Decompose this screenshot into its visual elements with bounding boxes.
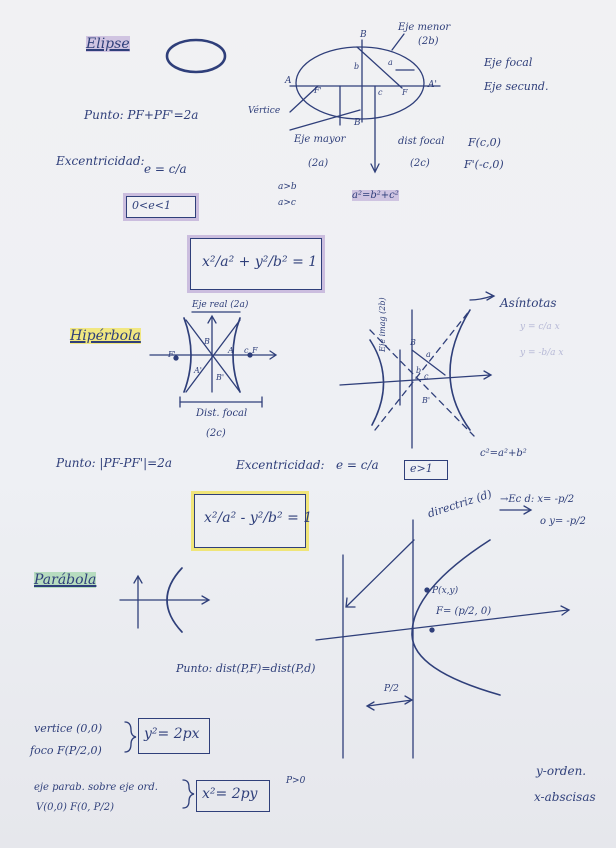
ellipse-focal-axis-label: Eje focal [484,56,533,69]
hyperbola-focus-F: F [252,346,258,355]
ellipse-cond-a-b: a>b [278,182,297,192]
ellipse-icon [165,38,227,74]
ellipse-focus-Fp: F' [314,86,322,95]
hyperbola-focal-distance-value: (2c) [206,428,226,439]
hyperbola-large-point-Bp: B' [422,396,431,405]
ellipse-focal-distance-label: dist focal [398,136,445,147]
parabola-half-p: P/2 [384,684,399,694]
parabola-directrix-equation-alt: o y= -p/2 [540,516,586,527]
hyperbola-diagram [149,311,278,408]
hyperbola-diagram-large [339,291,496,449]
ellipse-major-axis-value: (2a) [308,158,329,169]
ellipse-eccentricity-label: Excentricidad: [56,154,145,168]
hyperbola-real-axis-label: Eje real (2a) [192,300,249,310]
parabola-directrix-equation: →Ec d: x= -p/2 [500,494,575,505]
parabola-eq1-box [138,718,210,754]
hyperbola-large-seg-c: c [424,372,429,381]
axis-note-x: x-abscisas [534,790,596,804]
hyperbola-asymptote-2: y = -b/a x [520,348,564,358]
ellipse-focal-distance-value: (2c) [410,158,430,169]
ellipse-diagram [289,33,441,174]
parabola-vertex: vertice (0,0) [34,722,103,735]
hyperbola-large-seg-b: b [416,366,422,375]
brace-2 [182,779,195,809]
hyperbola-asymptote-1: y = c/a x [520,322,560,332]
ellipse-point-Ap: A' [428,80,437,90]
ellipse-point-Bp: B' [354,118,364,128]
parabola-point-P: P(x,y) [432,586,459,596]
ellipse-equation: x²/a² + y²/b² = 1 [202,254,318,270]
parabola-vertex-focus-vertical: V(0,0) F(0, P/2) [36,802,115,813]
hyperbola-equation: x²/a² - y²/b² = 1 [204,510,313,526]
ellipse-focus-prime-coord: F'(-c,0) [464,158,504,171]
hyperbola-point-definition: Punto: |PF-PF'|=2a [56,456,172,470]
hyperbola-heading: Hipérbola [70,328,141,344]
ellipse-seg-b: b [354,62,360,71]
hyperbola-imag-axis-label: Eje imag (2b) [378,297,387,352]
ellipse-vertex-label: Vértice [248,106,281,116]
ellipse-relation: a²=b²+c² [352,190,399,201]
ellipse-seg-c: c [378,88,383,97]
hyperbola-range-box [404,460,448,480]
ellipse-seg-a: a [388,58,393,67]
parabola-point-definition: Punto: dist(P,F)=dist(P,d) [176,662,316,675]
brace-1 [124,721,137,753]
hyperbola-eccentricity-range: e>1 [410,462,433,475]
ellipse-minor-axis-label: Eje menor [398,22,451,33]
parabola-focus: F= (p/2, 0) [436,606,492,617]
hyperbola-eccentricity-formula: e = c/a [336,458,379,472]
hyperbola-large-seg-a: a [426,350,431,359]
hyperbola-asymptotes-label: Asíntotas [500,296,557,310]
ellipse-focus-F: F [402,88,408,97]
ellipse-eccentricity-formula: e = c/a [144,162,187,176]
axis-note-y: y-orden. [536,764,587,778]
parabola-equation-horizontal: y²= 2px [144,726,200,742]
ellipse-minor-axis-value: (2b) [418,36,439,47]
parabola-focus-def: foco F(P/2,0) [30,744,102,757]
parabola-axis-note: eje parab. sobre eje ord. [34,782,158,793]
hyperbola-equation-box [194,494,306,548]
hyperbola-point-B: B [204,337,210,346]
parabola-eq2-box [196,780,270,812]
ellipse-heading: Elipse [86,36,130,52]
hyperbola-large-point-B: B [410,338,416,347]
hyperbola-seg-c: c [244,346,249,355]
ellipse-point-B: B [360,30,367,40]
hyperbola-vertex-A: A [228,346,234,355]
hyperbola-focus-Fp: F' [168,350,176,359]
hyperbola-relation: c²=a²+b² [480,448,527,459]
hyperbola-eccentricity-label: Excentricidad: [236,458,325,472]
ellipse-cond-a-c: a>c [278,198,296,208]
parabola-equation-vertical: x²= 2py [202,786,258,802]
parabola-icon [119,567,211,633]
ellipse-point-definition: Punto: PF+PF'=2a [84,108,199,122]
parabola-p-positive: P>0 [286,776,306,786]
ellipse-equation-box [190,238,322,290]
ellipse-eccentricity-range: 0<e<1 [132,199,171,212]
hyperbola-focal-distance-label: Dist. focal [196,408,248,419]
parabola-diagram [315,519,571,759]
ellipse-point-A: A [285,76,292,86]
parabola-heading: Parábola [34,572,97,588]
hyperbola-vertex-Ap: A' [194,366,202,375]
ellipse-range-box [126,196,196,218]
ellipse-focus-coord: F(c,0) [468,136,501,149]
hyperbola-point-Bp: B' [216,373,225,382]
ellipse-secondary-axis-label: Eje secund. [484,80,549,93]
ellipse-major-axis-label: Eje mayor [294,134,346,145]
